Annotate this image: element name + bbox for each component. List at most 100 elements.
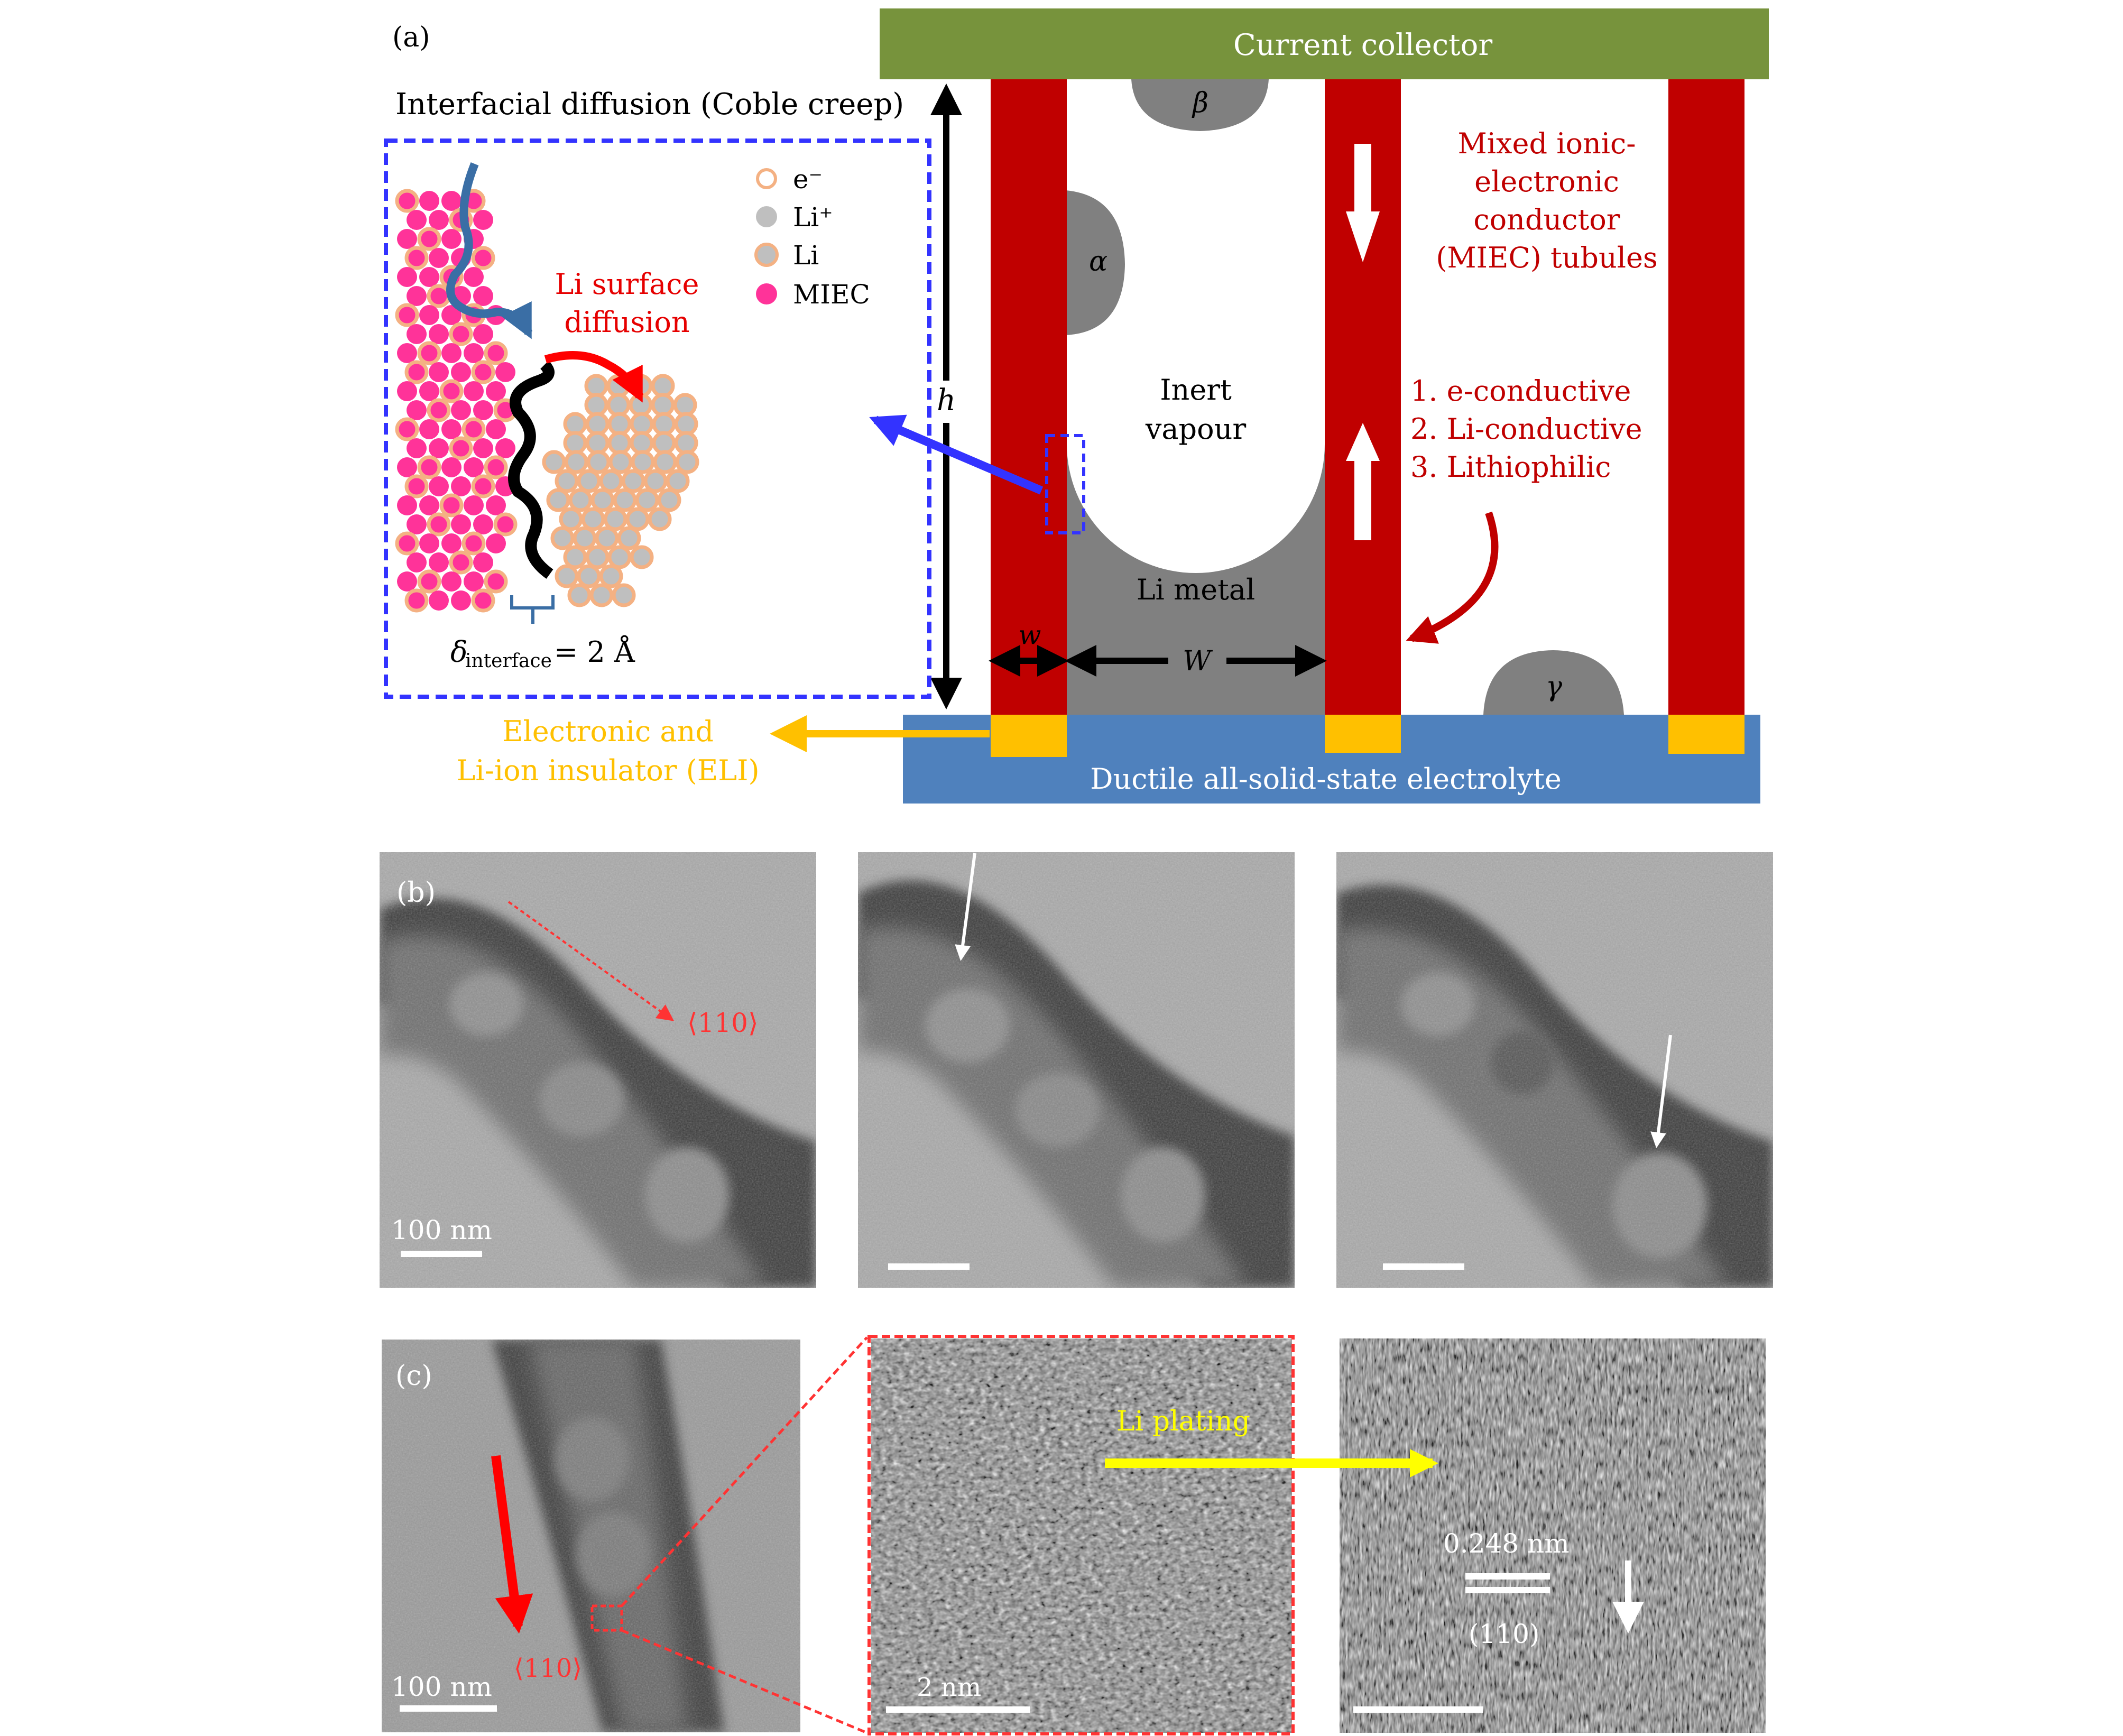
- white-arrow-b3: [1650, 1035, 1672, 1148]
- li-atom: [653, 450, 677, 474]
- li-atom: [573, 526, 597, 550]
- miec-atom: [473, 400, 493, 420]
- legend-miec-icon: [756, 283, 777, 304]
- miec-atom: [404, 246, 429, 270]
- li-atom: [651, 393, 675, 417]
- li-atom: [652, 412, 676, 436]
- eli-label-1: Electronic and: [502, 715, 714, 748]
- zoom-region-box: [1045, 434, 1085, 534]
- legend-li-icon: [754, 243, 779, 267]
- miec-atom: [451, 590, 471, 611]
- zoom-line-bottom: [621, 1629, 867, 1734]
- scale-bar-b3: [1383, 1263, 1464, 1270]
- li-atom: [555, 469, 579, 493]
- li-atom: [613, 488, 637, 512]
- zoom-box-c: [590, 1604, 623, 1632]
- li-atom: [584, 374, 608, 398]
- li-atom: [675, 450, 699, 474]
- miec-atom: [473, 438, 493, 458]
- direction-label-b: ⟨110⟩: [687, 1008, 758, 1038]
- properties-arrow: [1406, 511, 1499, 644]
- hrtem-image-c2: [871, 1338, 1292, 1733]
- miec-atom: [484, 569, 508, 594]
- direction-arrow-c: [491, 1455, 533, 1634]
- miec-atom: [471, 246, 495, 270]
- li-atom: [599, 564, 623, 588]
- svg-text:interface: interface: [465, 650, 552, 672]
- miec-atom: [407, 552, 427, 572]
- miec-title-2: electronic: [1474, 165, 1619, 198]
- miec-atom: [451, 476, 471, 496]
- miec-atom: [464, 495, 484, 515]
- miec-atom: [417, 455, 441, 479]
- miec-atom: [419, 381, 439, 401]
- miec-atom: [464, 571, 484, 592]
- panel-b-label: (b): [396, 877, 436, 909]
- li-atom: [595, 526, 619, 550]
- li-atom: [607, 431, 632, 455]
- miec-atom: [429, 476, 449, 496]
- miec-atom: [486, 495, 506, 515]
- atom-lattice: [395, 189, 699, 613]
- miec-atom: [395, 417, 419, 441]
- scale-bar-c2: [886, 1706, 1030, 1713]
- h-label: h: [937, 383, 956, 418]
- zoom-frame-c2: [867, 1335, 1295, 1735]
- li-atom: [542, 450, 566, 474]
- scale-bar-label-b: 100 nm: [391, 1215, 492, 1245]
- scale-bar-b2: [888, 1263, 970, 1270]
- miec-atom: [419, 191, 439, 211]
- li-atom: [651, 374, 675, 398]
- zoom-pointer-arrow: [869, 414, 1044, 495]
- miec-atom: [419, 419, 439, 439]
- d-spacing-label: 0.248 nm: [1443, 1528, 1570, 1559]
- surface-diffusion-label-1: Li surface: [555, 267, 699, 301]
- beta-particle: [1131, 79, 1269, 131]
- li-atom: [607, 545, 632, 569]
- miec-atom: [441, 571, 461, 592]
- miec-atom: [471, 588, 495, 613]
- legend-li-label: Li: [793, 240, 819, 271]
- li-atom: [630, 412, 654, 436]
- miec-atom: [451, 400, 471, 420]
- miec-atom: [473, 324, 493, 344]
- li-atom: [617, 526, 641, 550]
- interfacial-title: Interfacial diffusion (Coble creep): [395, 87, 904, 122]
- miec-atom: [429, 248, 449, 268]
- property-2: 2. Li-conductive: [1410, 412, 1642, 446]
- panel-c-label: (c): [395, 1360, 432, 1392]
- li-atom: [631, 450, 655, 474]
- current-collector-label: Current collector: [1233, 28, 1493, 62]
- panel-a-label: (a): [392, 22, 430, 53]
- miec-atom: [419, 495, 439, 515]
- miec-atom: [441, 191, 461, 211]
- miec-atom: [397, 343, 417, 363]
- electron-path: [446, 162, 533, 339]
- miec-atom: [441, 343, 461, 363]
- miec-atom: [407, 438, 427, 458]
- property-3: 3. Lithiophilic: [1410, 450, 1611, 484]
- miec-atom: [451, 514, 471, 534]
- miec-atom: [464, 381, 484, 401]
- li-atom: [643, 469, 668, 493]
- miec-atom: [449, 436, 473, 460]
- zoom-line-top: [621, 1336, 868, 1607]
- li-atom: [559, 507, 583, 531]
- li-atom: [603, 507, 627, 531]
- hrtem-image-c3: [1340, 1338, 1766, 1733]
- plane-label: (110): [1469, 1619, 1539, 1649]
- miec-atom: [427, 284, 451, 308]
- miec-atom: [395, 531, 419, 556]
- beta-label: β: [1192, 87, 1208, 119]
- miec-atom: [397, 229, 417, 249]
- miec-tubule-3: [1668, 79, 1744, 715]
- legend-electron-label: e⁻: [793, 164, 823, 195]
- inset-legend: e⁻ Li⁺ Li MIEC: [754, 164, 870, 310]
- inert-vapour-label-1: Inert: [1160, 373, 1232, 407]
- miec-atom: [417, 569, 441, 594]
- li-atom: [630, 431, 654, 455]
- li-atom: [657, 488, 681, 512]
- eli-pad-3: [1668, 715, 1744, 754]
- eli-label-2: Li-ion insulator (ELI): [456, 754, 759, 787]
